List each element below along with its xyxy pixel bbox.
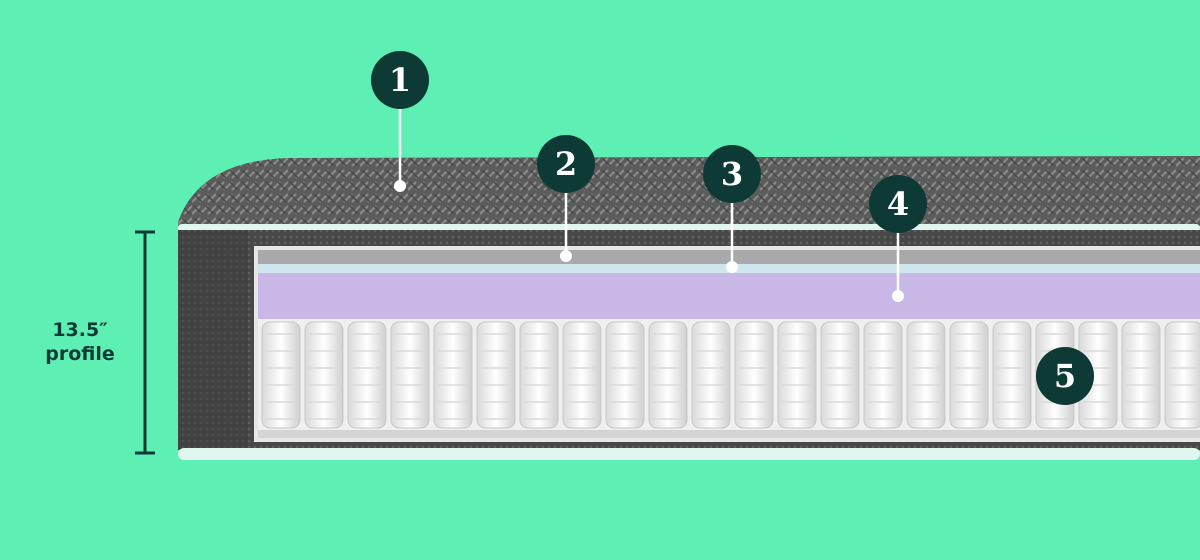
coil bbox=[390, 321, 430, 429]
coil bbox=[261, 321, 301, 429]
coil bbox=[304, 321, 344, 429]
callout-dot-1 bbox=[394, 180, 406, 192]
callout-badge-3 bbox=[703, 145, 761, 203]
coil bbox=[476, 321, 516, 429]
coil bbox=[1164, 321, 1200, 429]
callout-dot-4 bbox=[892, 290, 904, 302]
mattress-top-cover bbox=[178, 156, 1200, 226]
callout-badge-4 bbox=[869, 175, 927, 233]
callout-dot-3 bbox=[726, 261, 738, 273]
coil bbox=[992, 321, 1032, 429]
callout-number-3: 3 bbox=[721, 155, 743, 193]
coil bbox=[1121, 321, 1161, 429]
coil bbox=[433, 321, 473, 429]
callout-number-5: 5 bbox=[1054, 357, 1076, 395]
profile-label: 13.5″ profile bbox=[30, 318, 130, 366]
coil bbox=[691, 321, 731, 429]
callout-number-1: 1 bbox=[389, 61, 411, 99]
coil bbox=[519, 321, 559, 429]
callout-badge-2 bbox=[537, 135, 595, 193]
callout-badge-1 bbox=[371, 51, 429, 109]
callout-badge-5 bbox=[1036, 347, 1094, 405]
layer-purple-foam bbox=[258, 273, 1200, 319]
coil bbox=[777, 321, 817, 429]
height-bracket bbox=[135, 230, 155, 455]
coil bbox=[906, 321, 946, 429]
coil bbox=[949, 321, 989, 429]
coil bbox=[648, 321, 688, 429]
layer-gray-foam bbox=[258, 250, 1200, 264]
coil bbox=[605, 321, 645, 429]
callout-number-2: 2 bbox=[555, 145, 577, 183]
callouts: 1 2 3 4 5 bbox=[371, 51, 1094, 405]
coil bbox=[820, 321, 860, 429]
profile-value: 13.5″ bbox=[52, 319, 108, 341]
callout-dot-2 bbox=[560, 250, 572, 262]
coil bbox=[347, 321, 387, 429]
bottom-trim bbox=[178, 448, 1200, 460]
coil bbox=[562, 321, 602, 429]
coil bbox=[863, 321, 903, 429]
coil bbox=[734, 321, 774, 429]
callout-number-4: 4 bbox=[887, 185, 909, 223]
profile-word: profile bbox=[45, 343, 115, 365]
